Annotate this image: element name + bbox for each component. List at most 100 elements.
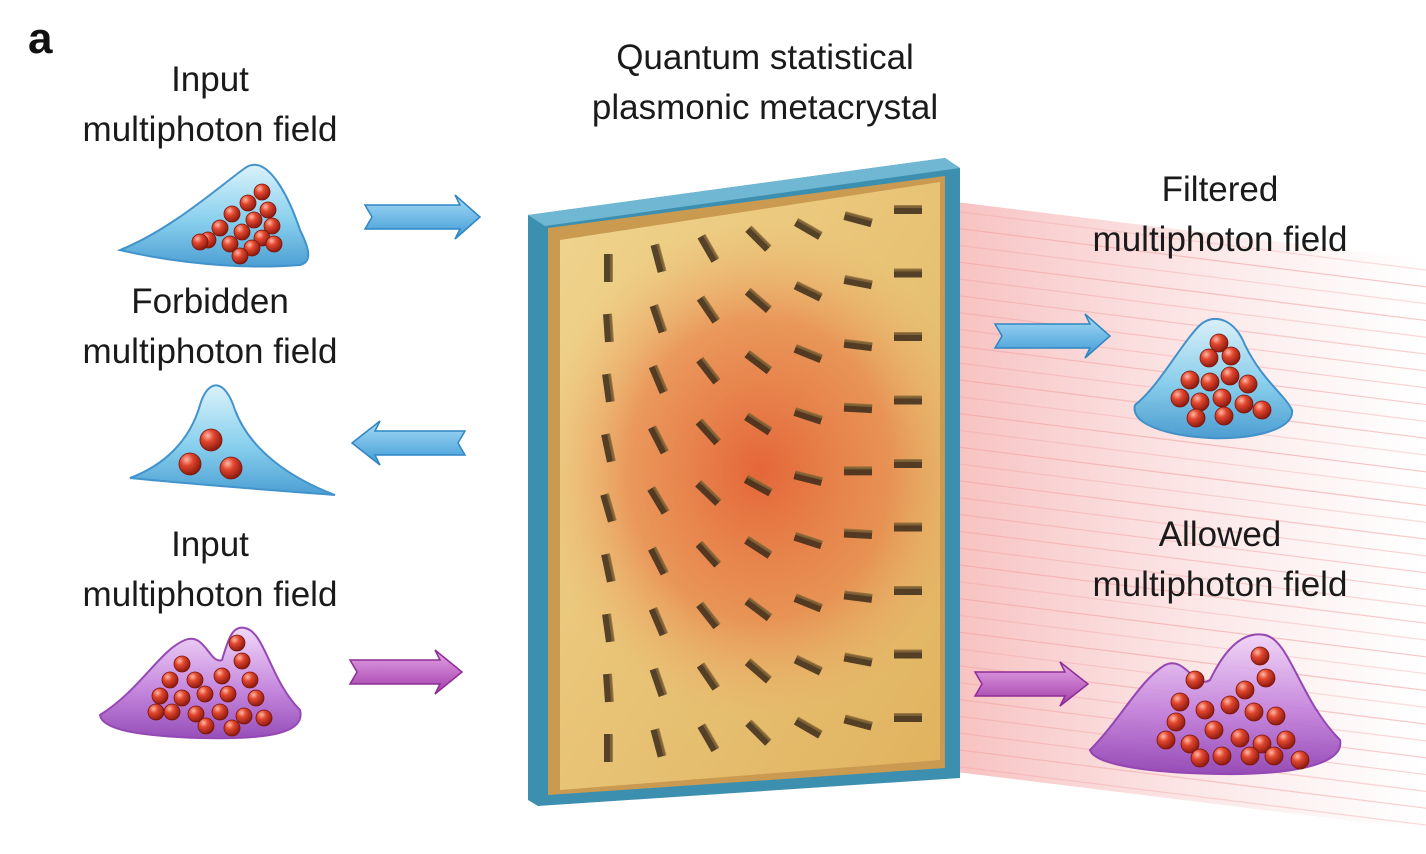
photon <box>1212 388 1232 408</box>
nanoslit <box>696 662 720 691</box>
label-forbidden-line2: multiphoton field <box>82 332 338 371</box>
label-input-top: Input multiphoton field <box>40 55 380 155</box>
photon <box>263 217 281 235</box>
photon <box>197 717 215 735</box>
nanoslit-wall <box>844 402 873 408</box>
nanoslit-wall <box>610 734 613 762</box>
photon <box>1240 746 1260 766</box>
photon <box>196 685 214 703</box>
nanoslit-wall <box>894 268 922 272</box>
nanoslit <box>843 338 873 352</box>
nanoslit <box>843 714 873 731</box>
label-metacrystal: Quantum statistical plasmonic metacrysta… <box>545 33 985 133</box>
photon <box>235 707 253 725</box>
nanoslit <box>603 673 614 703</box>
nanoslit-hole <box>696 662 720 691</box>
nanoslit-hole <box>696 602 720 630</box>
photon <box>219 685 237 703</box>
beam-line <box>944 579 1426 641</box>
photon <box>1186 408 1206 428</box>
nanoslit <box>894 649 922 659</box>
nanoslit-wall <box>700 540 722 564</box>
field-forbidden <box>129 384 336 496</box>
nanoslit-hole <box>843 715 873 731</box>
nanoslit <box>648 606 669 637</box>
nanoslit-wall <box>654 606 669 634</box>
nanoslit-wall <box>894 649 922 653</box>
arrow-forbidden <box>350 420 467 466</box>
nanoslit <box>793 531 823 550</box>
nanoslit <box>843 275 873 290</box>
photon <box>265 235 283 253</box>
label-filtered-line1: Filtered <box>1161 170 1279 209</box>
nanoslit <box>649 667 668 697</box>
nanoslit <box>793 655 823 676</box>
nanoslit <box>793 407 823 425</box>
photon <box>1220 366 1240 386</box>
nanoslit <box>600 493 617 523</box>
label-allowed-line2: multiphoton field <box>1092 565 1348 604</box>
photon <box>213 667 231 685</box>
nanoslit-wall <box>701 662 720 688</box>
beam-line <box>944 226 1426 288</box>
photon <box>1290 750 1310 770</box>
nanoslit-hole <box>744 597 772 622</box>
nanoslit <box>648 425 669 455</box>
photon <box>147 703 165 721</box>
beam-line <box>944 276 1426 338</box>
nanoslit-wall <box>699 480 722 502</box>
nanoslit <box>697 234 720 263</box>
photon <box>233 223 251 241</box>
nanoslit <box>744 658 772 684</box>
nanoslit-hole <box>600 493 616 523</box>
nanoslit <box>744 535 773 559</box>
photon <box>191 233 209 251</box>
nanoslit-hole <box>793 594 823 613</box>
nanoslit <box>894 713 922 722</box>
nanoslit <box>648 546 669 576</box>
nanoslit-hole <box>648 425 668 455</box>
beam-line <box>944 293 1426 355</box>
label-filtered-line2: multiphoton field <box>1092 220 1348 259</box>
label-input-top-line2: multiphoton field <box>82 110 338 149</box>
label-forbidden-line1: Forbidden <box>131 282 289 321</box>
nanoslit <box>843 402 873 414</box>
photons-input-bottom <box>147 634 273 737</box>
nanoslit-hole <box>696 357 720 385</box>
photons-filtered <box>1170 333 1272 428</box>
nanoslit-wall <box>610 254 613 282</box>
nanoslit-hole <box>648 365 668 394</box>
label-metacrystal-line1: Quantum statistical <box>616 38 914 77</box>
beam-line <box>944 528 1426 591</box>
nanoslit <box>695 540 722 568</box>
nanoslit <box>695 480 722 506</box>
beam-line <box>944 545 1426 607</box>
nanoslit <box>648 364 669 394</box>
arrows <box>348 194 1112 707</box>
nanoslit-wall <box>702 723 720 750</box>
nanoslit <box>745 719 772 746</box>
nanoslit-wall <box>844 275 873 284</box>
nanoslit <box>650 728 667 758</box>
arrow-input-bottom <box>348 649 464 695</box>
nanoslit-wall <box>796 281 823 297</box>
beam-line <box>944 243 1426 305</box>
nanoslit <box>793 281 823 302</box>
photon <box>1200 372 1220 392</box>
nanoslit-hole <box>793 408 823 425</box>
photon <box>1252 400 1272 420</box>
nanoslit-hole <box>604 734 612 762</box>
nanoslit-wall <box>656 243 667 272</box>
nanoslit-hole <box>793 281 823 302</box>
photon <box>1180 734 1200 754</box>
nanoslit-hole <box>744 288 772 313</box>
nanoslit <box>894 205 922 214</box>
nanoslit <box>744 350 773 375</box>
beam-line <box>944 764 1426 826</box>
photon <box>1195 700 1215 720</box>
nanoslit <box>696 601 721 630</box>
nanoslit-wall <box>894 586 922 589</box>
photon <box>1235 680 1255 700</box>
nanoslit-wall <box>749 225 772 248</box>
